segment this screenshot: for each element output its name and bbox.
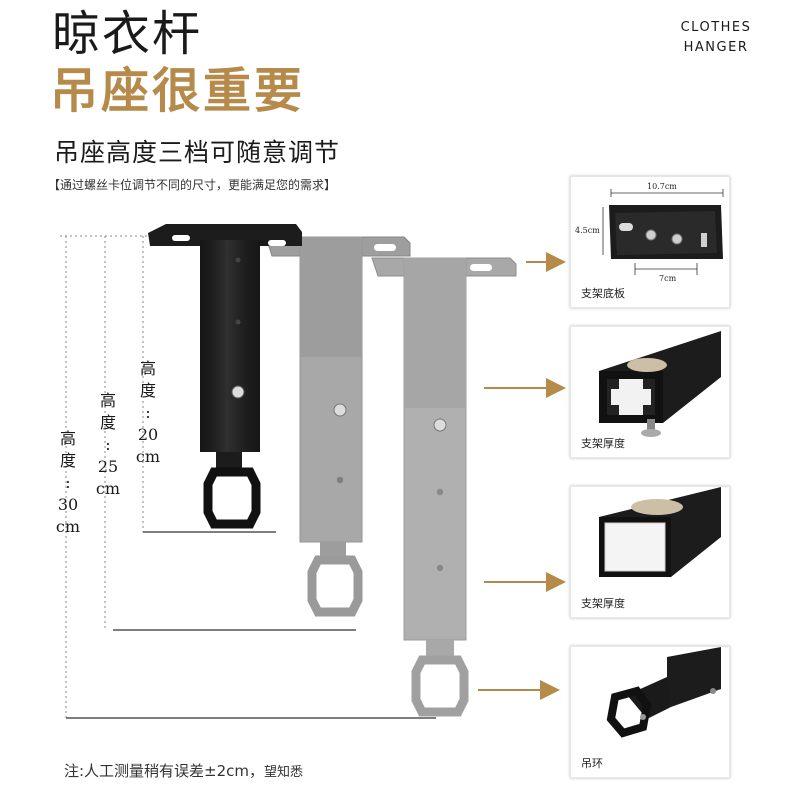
detail-caption: 支架底板 [581, 287, 625, 300]
detail-card-ring: 吊环 [570, 646, 730, 778]
footer-note-text: 注:人工测量稍有误差±2cm， [64, 762, 265, 780]
detail-card-base-plate: 10.7cm 4.5cm 7cm 支架底板 [570, 176, 730, 308]
logo-line-1: CLOTHES [680, 20, 752, 35]
page-title: 晾衣杆 [52, 6, 203, 62]
detail-card-thickness-1: 支架厚度 [570, 326, 730, 458]
base-plate-image: 10.7cm 4.5cm 7cm [575, 182, 724, 283]
height-label-25: 高 度 : 25 cm [95, 391, 121, 498]
detail-caption: 支架厚度 [581, 597, 625, 610]
height-label-20: 高 度 : 20 cm [135, 359, 161, 466]
detail-caption: 吊环 [581, 757, 603, 770]
footer-note: 注:人工测量稍有误差±2cm，望知悉 [64, 760, 303, 784]
section-note: 【通过螺丝卡位调节不同的尺寸，更能满足您的需求】 [48, 178, 337, 192]
dim-width-text: 10.7cm [647, 182, 677, 191]
brand-logo: CLOTHES HANGER [666, 18, 766, 58]
logo-line-2: HANGER [683, 40, 749, 55]
profile-closed-image [599, 487, 721, 577]
height-label-30: 高 度 : 30 cm [55, 429, 81, 536]
bracket-20cm [148, 224, 302, 529]
detail-caption: 支架厚度 [581, 437, 625, 450]
dim-height-text: 4.5cm [575, 226, 600, 235]
detail-card-thickness-2: 支架厚度 [570, 486, 730, 618]
bracket-25cm [265, 236, 411, 617]
section-heading: 吊座高度三档可随意调节 [54, 138, 341, 167]
page-subtitle: 吊座很重要 [50, 63, 306, 119]
profile-open-image [599, 331, 721, 437]
footer-note-suffix: 望知悉 [264, 765, 304, 780]
ring-image [606, 647, 721, 738]
dim-hole-text: 7cm [659, 274, 677, 283]
bracket-30cm [371, 257, 517, 717]
